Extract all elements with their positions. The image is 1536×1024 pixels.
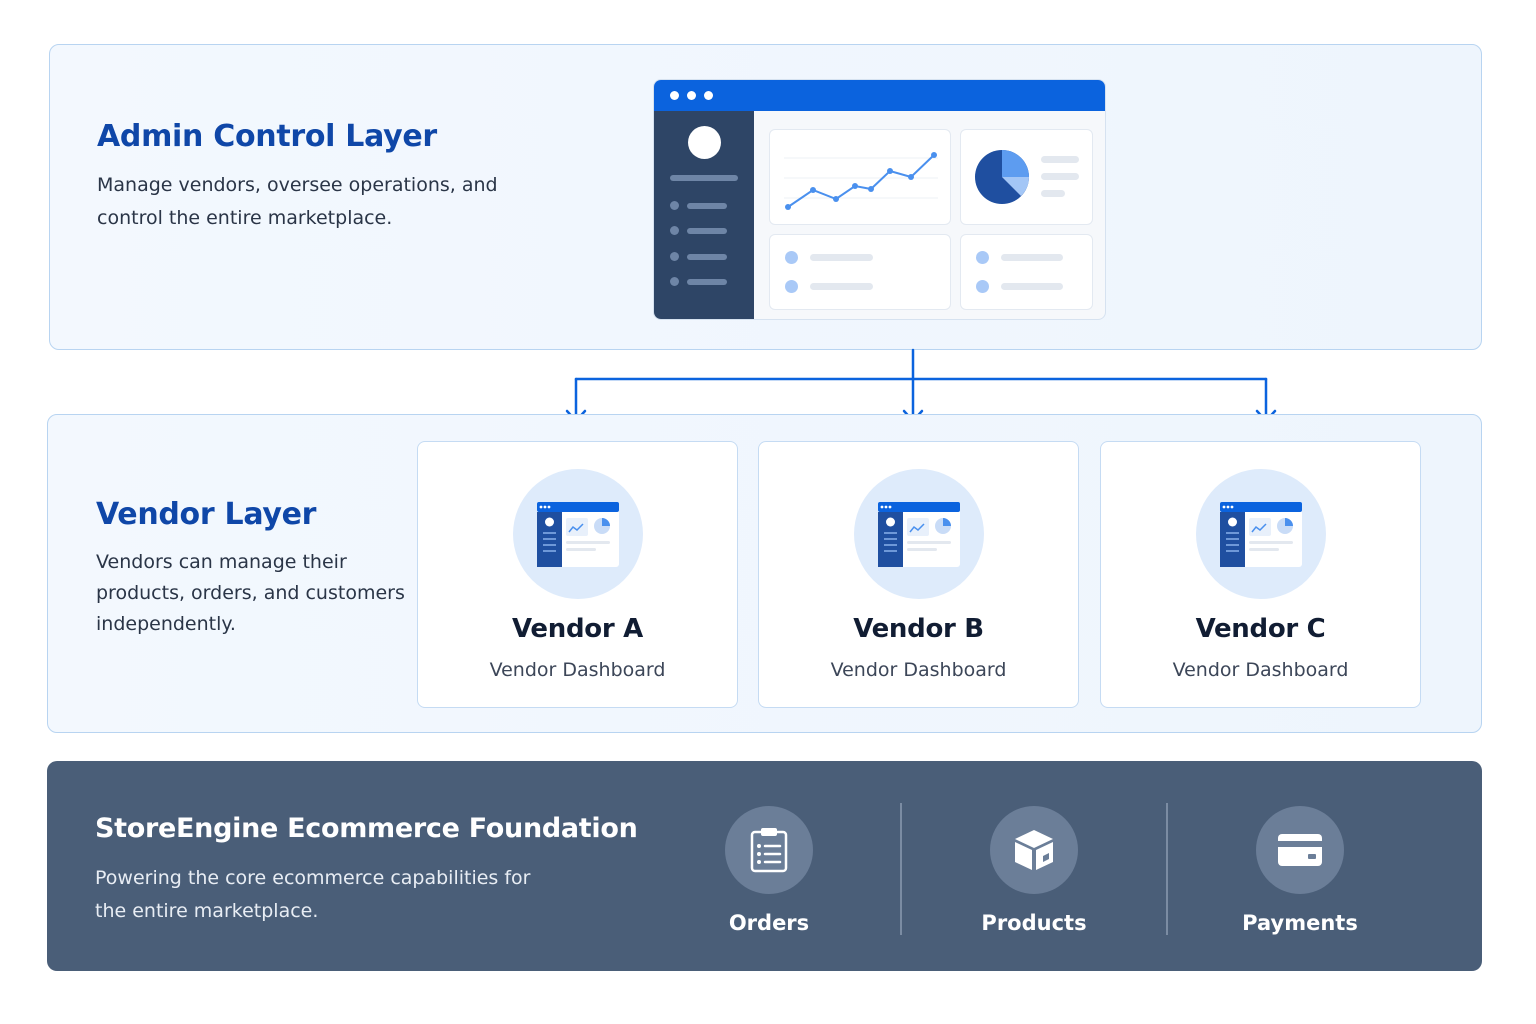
capability-label: Payments xyxy=(1242,911,1358,935)
capability-divider xyxy=(1166,803,1168,935)
vendor-layer-description: Vendors can manage their products, order… xyxy=(96,551,405,635)
line-chart-card xyxy=(769,129,951,225)
admin-dashboard-illustration xyxy=(653,79,1106,320)
sidebar-nav-placeholder xyxy=(670,226,727,235)
capability-label: Orders xyxy=(728,911,810,935)
admin-layer-description: Manage vendors, oversee operations, and … xyxy=(97,174,498,229)
vendor-dashboard-icon xyxy=(512,469,643,599)
vendor-subtitle: Vendor Dashboard xyxy=(489,659,666,681)
vendor-subtitle: Vendor Dashboard xyxy=(1172,659,1349,681)
capability-label: Products xyxy=(981,911,1087,935)
clipboard-list-icon xyxy=(725,806,813,894)
capability-payments[interactable]: Payments xyxy=(1190,806,1410,935)
vendor-name: Vendor A xyxy=(512,614,643,644)
avatar-icon xyxy=(688,126,721,159)
vendor-card-b[interactable]: Vendor B Vendor Dashboard xyxy=(758,441,1079,708)
vendor-name: Vendor B xyxy=(853,614,984,644)
sidebar-nav-placeholder xyxy=(670,277,727,286)
foundation-title: StoreEngine Ecommerce Foundation xyxy=(95,813,638,844)
admin-to-vendor-connector xyxy=(565,348,1277,423)
dashboard-sidebar xyxy=(654,111,754,319)
window-titlebar xyxy=(654,80,1105,111)
box-icon xyxy=(990,806,1078,894)
vendor-dashboard-icon xyxy=(853,469,984,599)
window-dot-icon xyxy=(687,91,696,100)
pie-chart-card xyxy=(960,129,1093,225)
vendor-layer-title: Vendor Layer xyxy=(96,497,317,532)
line-chart-icon xyxy=(784,152,938,210)
sidebar-placeholder-bar xyxy=(670,175,738,181)
window-dot-icon xyxy=(670,91,679,100)
admin-layer-title: Admin Control Layer xyxy=(97,119,437,154)
foundation-description: Powering the core ecommerce capabilities… xyxy=(95,867,531,922)
list-card xyxy=(960,234,1093,310)
admin-control-layer-panel: Admin Control Layer Manage vendors, over… xyxy=(49,44,1482,350)
storeengine-foundation-panel: StoreEngine Ecommerce Foundation Powerin… xyxy=(47,761,1482,971)
capability-products[interactable]: Products xyxy=(924,806,1144,935)
vendor-name: Vendor C xyxy=(1195,614,1326,644)
vendor-card-c[interactable]: Vendor C Vendor Dashboard xyxy=(1100,441,1421,708)
vendor-dashboard-icon xyxy=(1195,469,1326,599)
vendor-layer-panel: Vendor Layer Vendors can manage their pr… xyxy=(47,414,1482,733)
sidebar-nav-placeholder xyxy=(670,252,727,261)
list-card xyxy=(769,234,951,310)
capability-divider xyxy=(900,803,902,935)
credit-card-icon xyxy=(1256,806,1344,894)
vendor-card-a[interactable]: Vendor A Vendor Dashboard xyxy=(417,441,738,708)
vendor-subtitle: Vendor Dashboard xyxy=(830,659,1007,681)
window-dot-icon xyxy=(704,91,713,100)
capability-orders[interactable]: Orders xyxy=(659,806,879,935)
sidebar-nav-placeholder xyxy=(670,201,727,210)
pie-chart-icon xyxy=(975,150,1079,204)
